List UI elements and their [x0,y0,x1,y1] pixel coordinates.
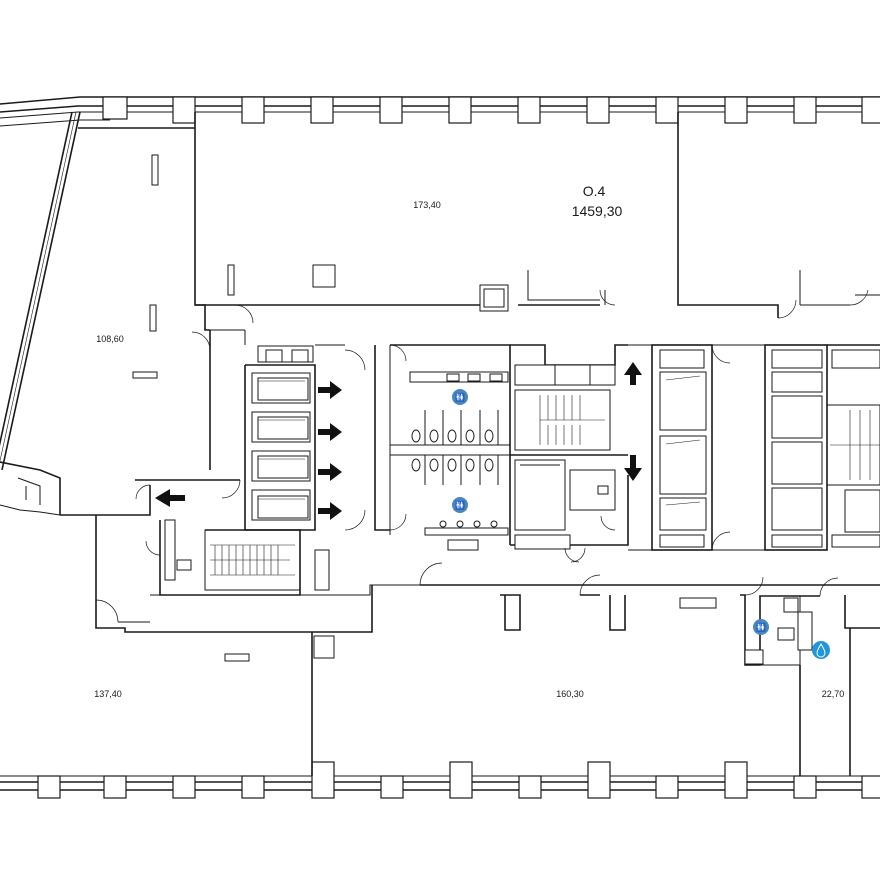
southwest-room [95,515,420,776]
room-area-south: 160,30 [556,689,584,699]
elevator-bank-right [651,344,731,551]
right-core [764,344,880,551]
evacuation-arrow-icon [318,423,342,441]
evacuation-arrow-icon [155,489,185,507]
south-columns [37,761,880,799]
svg-text:🚻: 🚻 [455,500,465,510]
restroom-icon: 🚻 [452,497,468,513]
corridor-lines [205,329,765,551]
evacuation-arrow-icon [624,455,642,481]
evacuation-arrow-icon [318,502,342,520]
stair-west [145,519,330,596]
water-drop-icon [812,641,830,659]
north-room [149,112,880,332]
stair-central [510,344,629,563]
north-columns [102,96,880,124]
zone-area: 1459,30 [572,203,623,219]
restroom-icon: 🚻 [452,389,468,405]
svg-text:🚻: 🚻 [455,392,465,402]
restroom-block-left [374,344,511,551]
room-area-southwest: 137,40 [94,689,122,699]
restroom-icon: 🚻 [753,619,769,635]
evacuation-arrow-icon [318,381,342,399]
west-room [17,127,241,516]
svg-text:🚻: 🚻 [756,622,766,632]
room-area-west: 108,60 [96,334,124,344]
zone-label: O.4 [583,183,606,199]
room-area-southeast: 22,70 [822,689,845,699]
evacuation-arrow-icon [624,362,642,385]
room-area-north: 173,40 [413,200,441,210]
southeast-core [744,595,813,666]
south-room [312,562,880,776]
elevator-bank [244,345,366,531]
evacuation-arrows [155,362,642,520]
evacuation-arrow-icon [318,463,342,481]
